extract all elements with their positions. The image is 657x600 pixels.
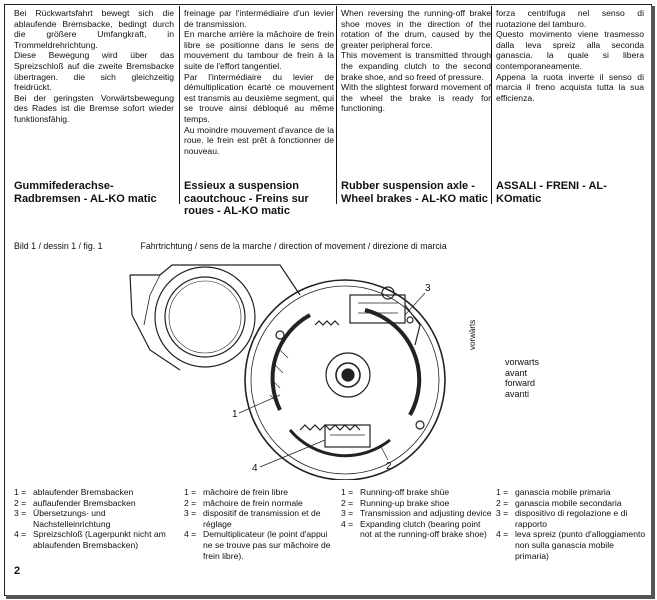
heading-english: Rubber suspension axle - Wheel brakes - … xyxy=(341,180,488,205)
axle-tube-inner xyxy=(164,276,246,358)
brake-assembly-drawing: 1 2 3 4 xyxy=(129,264,446,480)
paragraph: Par l'intermédiaire du levier de démulti… xyxy=(184,71,334,124)
figure-caption: Bild 1 / dessin 1 / fig. 1 Fahrtrichtung … xyxy=(14,241,447,251)
column-italian: forza centrifuga nel senso di ruotazione… xyxy=(496,8,644,103)
page-shadow-right xyxy=(651,6,655,596)
paragraph: This movement is transmitted through the… xyxy=(341,50,491,82)
hub-outer xyxy=(325,352,371,398)
legend-item: 2 =ganascia mobile secondaria xyxy=(496,497,622,508)
legend-item: 2 =mâchoire de frein normale xyxy=(184,497,303,508)
legend-item: 4 =Expanding clutch (bearing point not a… xyxy=(341,518,487,540)
paragraph: Au moindre mouvement d'avance de la roue… xyxy=(184,124,334,156)
brake-shoe-lower xyxy=(288,429,391,458)
legend-item: 1 =mâchoire de frein libre xyxy=(184,487,289,497)
column-divider-2 xyxy=(336,6,337,204)
callout-1: 1 xyxy=(232,409,238,420)
callout-leader-3 xyxy=(404,292,426,316)
page-number: 2 xyxy=(14,565,21,577)
legend-french: 1 =mâchoire de frein libre 2 =mâchoire d… xyxy=(184,487,338,561)
legend-item: 4 =Spreizschloß (Lagerpunkt nicht am abl… xyxy=(14,529,166,550)
paragraph: Questo movimento viene trasmesso dalla l… xyxy=(496,29,644,71)
bolt-1 xyxy=(275,330,285,340)
legend-item: 4 =leva spreiz (punto d'alloggiamento no… xyxy=(496,529,646,561)
legend-item: 4 =Demultiplicateur (le point d'appui ne… xyxy=(184,529,331,561)
vertical-direction-label: vorwärts xyxy=(468,319,477,350)
direction-words: vorwarts avant forward avanti xyxy=(505,357,539,399)
direction-word-en: forward xyxy=(505,378,536,388)
column-divider-3 xyxy=(491,6,492,204)
paragraph: Diese Bewegung wird über das Spreizschlo… xyxy=(14,50,174,93)
callout-4: 4 xyxy=(252,463,258,474)
paragraph: forza centrifuga nel senso di ruotazione… xyxy=(496,8,644,29)
callout-leader-4 xyxy=(259,439,326,468)
paragraph: With the slightest forward movement of t… xyxy=(341,82,491,114)
axle-tube-bore xyxy=(168,280,242,354)
paragraph: Bei Rückwartsfahrt bewegt sich die ablau… xyxy=(14,8,174,50)
direction-caption: Fahrtrichtung / sens de la marche / dire… xyxy=(140,241,447,251)
brake-shoe-right xyxy=(364,308,422,416)
direction-word-de: vorwarts xyxy=(505,357,540,367)
expanding-clutch xyxy=(324,424,371,448)
axle-tube-outer xyxy=(154,266,256,368)
legend-item: 3 =dispositivo di regolazione e di rappo… xyxy=(496,508,628,529)
legend-item: 3 =Transmission and adjusting device xyxy=(341,508,492,519)
brake-plate-outer xyxy=(244,279,446,480)
upper-return-spring xyxy=(314,320,340,326)
heading-italian: ASSALI - FRENI - AL-KOmatic xyxy=(496,180,607,205)
hub-inner xyxy=(335,362,361,388)
direction-word-fr: avant xyxy=(505,367,528,378)
callout-3: 3 xyxy=(425,283,431,294)
paragraph: Appena la ruota inverte il senso di marc… xyxy=(496,71,644,103)
bolt-3 xyxy=(406,316,414,324)
figure-number: Bild 1 / dessin 1 / fig. 1 xyxy=(14,241,103,251)
bracket-outline xyxy=(130,264,301,296)
legend-german: 1 =ablaufender Bremsbacken 2 =auflaufend… xyxy=(14,487,182,551)
legend-english: 1 =Running-off brake shüe 2 =Running-up … xyxy=(341,487,493,540)
legend-item: 3 =Übersetzungs- und Nachstelleinrichtun… xyxy=(14,508,111,529)
brake-plate-rim xyxy=(250,285,440,475)
page-shadow-bottom xyxy=(6,595,655,599)
callout-leader-2 xyxy=(379,444,389,461)
legend-item: 2 =auflaufender Bremsbacken xyxy=(14,497,136,508)
bolt-2 xyxy=(415,420,425,430)
legend-item: 1 =ganascia mobile primaria xyxy=(496,487,611,497)
column-divider-1 xyxy=(179,6,180,204)
legend-item: 1 =Running-off brake shüe xyxy=(341,487,450,497)
lower-return-spring xyxy=(299,424,361,431)
heading-french: Essieux a suspension caoutchouc - Freins… xyxy=(184,180,309,217)
bracket-rib xyxy=(143,274,161,326)
adjuster-pivot xyxy=(381,286,395,300)
direction-word-it: avanti xyxy=(505,388,530,399)
hub-center xyxy=(341,368,355,382)
legend-item: 2 =Running-up brake shoe xyxy=(341,497,450,508)
legend-item: 3 =dispositif de transmission et de régl… xyxy=(184,508,321,529)
legend-italian: 1 =ganascia mobile primaria 2 =ganascia … xyxy=(496,487,648,561)
paragraph: En marche arrière la mâchoire de frein l… xyxy=(184,29,334,71)
paragraph: freinage par l'intermédiaire d'un levier… xyxy=(184,8,334,29)
callout-2: 2 xyxy=(386,461,392,472)
adjusting-device xyxy=(349,294,406,324)
paragraph: Bei der geringsten Vorwärtsbewegung des … xyxy=(14,92,174,124)
bracket-left-edge xyxy=(129,274,181,371)
legend-item: 1 =ablaufender Bremsbacken xyxy=(14,487,134,497)
heading-german: Gummifederachse-Radbremsen - AL-KO matic xyxy=(14,180,157,205)
column-english: When reversing the running-off brake sho… xyxy=(341,8,491,114)
callout-leader-1 xyxy=(238,394,281,414)
paragraph: When reversing the running-off brake sho… xyxy=(341,8,491,50)
column-french: freinage par l'intermédiaire d'un levier… xyxy=(184,8,334,156)
lever-link xyxy=(404,304,421,346)
column-german: Bei Rückwartsfahrt bewegt sich die ablau… xyxy=(14,8,174,125)
